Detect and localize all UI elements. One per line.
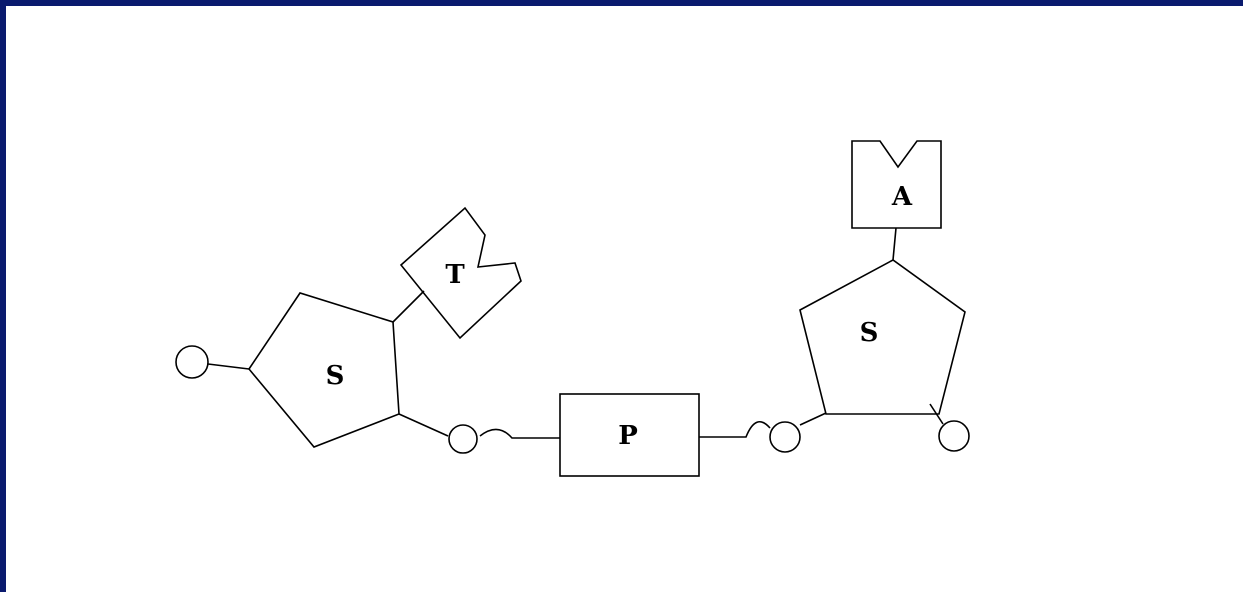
thymine-label: T: [445, 260, 465, 290]
linkage-squiggle-right: [699, 420, 771, 438]
sugar-left-pentagon: [248, 292, 400, 448]
left-end-circle: [175, 345, 209, 379]
left-end-connector: [207, 363, 250, 370]
thymine-shape: [399, 206, 522, 340]
right-end-circle: [938, 420, 970, 452]
sugar-left-to-circle-line: [398, 413, 449, 437]
linkage-circle-left: [448, 424, 478, 454]
right-end-connector: [929, 403, 944, 425]
sugar-right-label: S: [860, 318, 879, 348]
linkage-squiggle-left: [479, 428, 560, 439]
adenine-label: A: [891, 182, 913, 212]
linkage-circle-right: [769, 421, 801, 453]
phosphate-label: P: [618, 421, 638, 451]
phosphate-box: [559, 393, 700, 477]
circle-to-sugar-right-line: [799, 412, 827, 426]
adenine-connector: [892, 227, 897, 261]
sugar-right-pentagon: [799, 259, 966, 415]
adenine-shape: [851, 140, 942, 229]
thymine-connector: [392, 290, 425, 323]
sugar-left-label: S: [326, 361, 345, 391]
